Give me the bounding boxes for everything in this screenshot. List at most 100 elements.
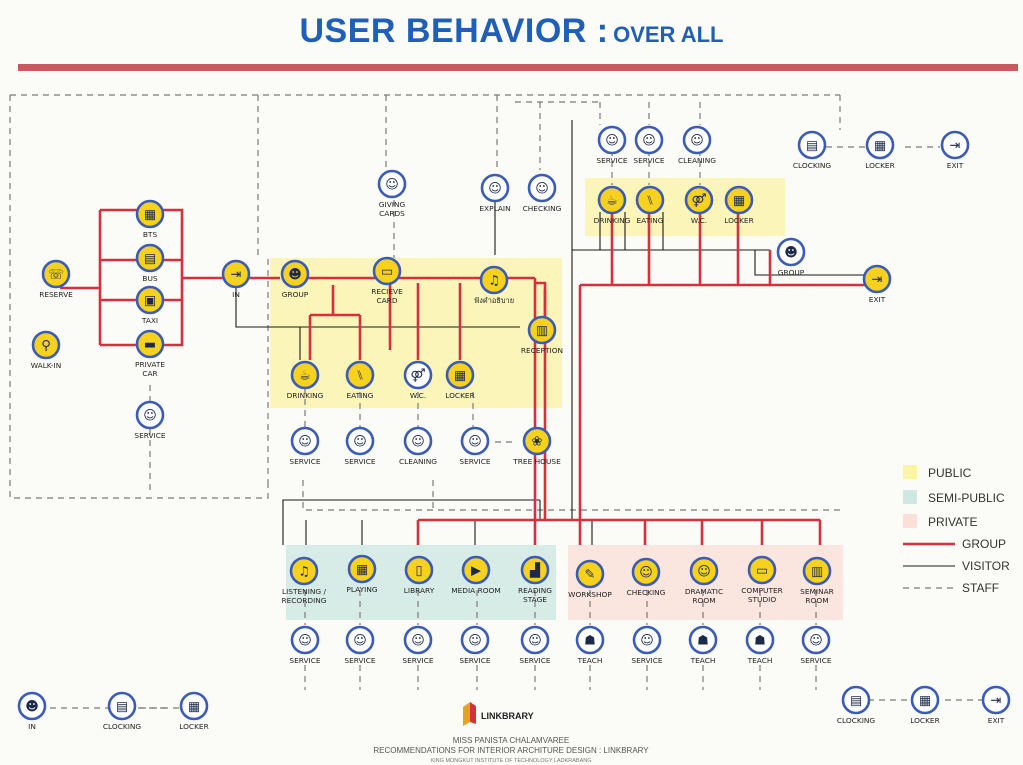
media-room-icon: ▶	[471, 564, 481, 579]
node-circle	[797, 130, 827, 160]
node-label: SERVICE	[631, 656, 662, 665]
staff-lines	[9, 94, 985, 709]
clocking-tr-icon: ▤	[806, 139, 818, 154]
node-label: DRINKING	[594, 216, 631, 225]
node-label: STUDIO	[748, 595, 776, 604]
node-circle	[461, 555, 491, 585]
service-tr1-icon: ☺	[605, 134, 619, 149]
private-car-icon: ▬	[144, 338, 156, 353]
node-label: CLOCKING	[793, 161, 832, 170]
node-circle	[372, 256, 402, 286]
node-circle	[403, 625, 433, 655]
node-circle	[17, 691, 47, 721]
node-circle	[290, 426, 320, 456]
node-label: SERVICE	[344, 457, 375, 466]
node-drinking-tr: ☕DRINKING	[594, 185, 631, 225]
node-in-bl: ☻IN	[17, 691, 47, 731]
node-circle	[460, 426, 490, 456]
node-circle	[403, 426, 433, 456]
node-circle	[347, 554, 377, 584]
node-service-tr2: ☺SERVICE	[633, 125, 665, 165]
in-main-icon: ⇥	[231, 268, 242, 283]
node-label: CARDS	[379, 209, 405, 218]
footer-line3: KING MONGKUT INSTITUTE OF TECHNOLOGY LAD…	[430, 758, 591, 764]
legend: PUBLIC SEMI-PUBLIC PRIVATE GROUP VISITOR…	[903, 465, 1010, 595]
node-circle	[841, 685, 871, 715]
b-service3-icon: ☺	[411, 634, 425, 649]
exit-tr-icon: ⇥	[950, 139, 961, 154]
wc-tr-icon: ⚤	[691, 194, 706, 209]
walk-in-icon: ⚲	[41, 339, 51, 354]
node-label: PRIVATE	[135, 360, 165, 369]
node-label: SERVICE	[633, 156, 664, 165]
title-underline	[18, 64, 1018, 71]
node-locker-tr: ▦LOCKER	[724, 185, 754, 225]
seminar-room-icon: ▥	[811, 565, 823, 580]
computer-studio-icon: ▭	[756, 564, 768, 579]
node-clocking-tr: ▤ CLOCKING	[793, 130, 832, 170]
node-locker-mid: ▦LOCKER	[445, 360, 475, 400]
node-circle	[862, 264, 892, 294]
node-label: SERVICE	[134, 431, 165, 440]
node-circle	[479, 265, 509, 295]
node-label: RECORDING	[281, 596, 326, 605]
legend-semi-public: SEMI-PUBLIC	[928, 491, 1005, 505]
node-reserve: ☏RESERVE	[39, 259, 73, 299]
node-circle	[940, 130, 970, 160]
explain-icon: ☺	[488, 182, 502, 197]
cleaning-mid-icon: ☺	[411, 435, 425, 450]
listening-icon: ♫	[298, 565, 310, 580]
node-cleaning-tr: ☺CLEANING	[678, 125, 716, 165]
node-label: LIBRARY	[404, 586, 435, 595]
node-circle	[221, 259, 251, 289]
node-locker-tr2: ▦LOCKER	[865, 130, 895, 170]
node-thai-label: ♫ฟังคำอธิบาย	[474, 265, 514, 305]
checking-bottom-icon: ☺	[639, 566, 653, 581]
legend-public: PUBLIC	[928, 466, 972, 480]
locker-tr-icon: ▦	[733, 194, 745, 209]
legend-group: GROUP	[962, 537, 1006, 551]
node-circle	[345, 360, 375, 390]
node-label: LOCKER	[179, 722, 208, 731]
node-circle	[520, 625, 550, 655]
node-label: LOCKER	[865, 161, 894, 170]
node-circle	[688, 625, 718, 655]
node-service-b: ☺SERVICE	[344, 426, 376, 466]
node-label: RECEPTION	[521, 346, 563, 355]
node-circle	[135, 329, 165, 359]
node-label: GROUP	[778, 268, 805, 277]
node-label: SERVICE	[289, 656, 320, 665]
node-circle	[597, 125, 627, 155]
eating-mid-icon: ⑊	[356, 369, 364, 384]
node-b-service6: ☺SERVICE	[631, 625, 663, 665]
legend-private-swatch	[903, 514, 917, 528]
b-service1-icon: ☺	[298, 634, 312, 649]
node-tree-house: ❀TREE HOUSE	[512, 426, 561, 466]
node-circle	[41, 259, 71, 289]
node-bus: ▤BUS	[135, 243, 165, 283]
node-circle	[289, 556, 319, 586]
node-b-service2: ☺SERVICE	[344, 625, 376, 665]
title-sub: OVER ALL	[613, 22, 724, 47]
node-clocking-bl: ▤CLOCKING	[103, 691, 141, 731]
node-circle	[724, 185, 754, 215]
node-reception: ▥RECEPTION	[521, 315, 563, 355]
node-eating-mid: ⑊EATING	[345, 360, 375, 400]
legend-semi-public-swatch	[903, 490, 917, 504]
node-circle	[522, 426, 552, 456]
node-circle	[632, 625, 662, 655]
node-label: WALK-IN	[31, 361, 62, 370]
node-b-teach3: ☗TEACH	[745, 625, 775, 665]
node-label: SERVICE	[800, 656, 831, 665]
node-circle	[635, 185, 665, 215]
locker-bl-icon: ▦	[188, 700, 200, 715]
node-checking-top: ☺CHECKING	[523, 173, 562, 213]
node-circle	[135, 243, 165, 273]
locker-mid-icon: ▦	[454, 369, 466, 384]
node-checking-bottom: ☺CHECKING	[627, 557, 666, 597]
node-circle	[527, 173, 557, 203]
node-label: CLEANING	[399, 457, 437, 466]
node-circle	[445, 360, 475, 390]
